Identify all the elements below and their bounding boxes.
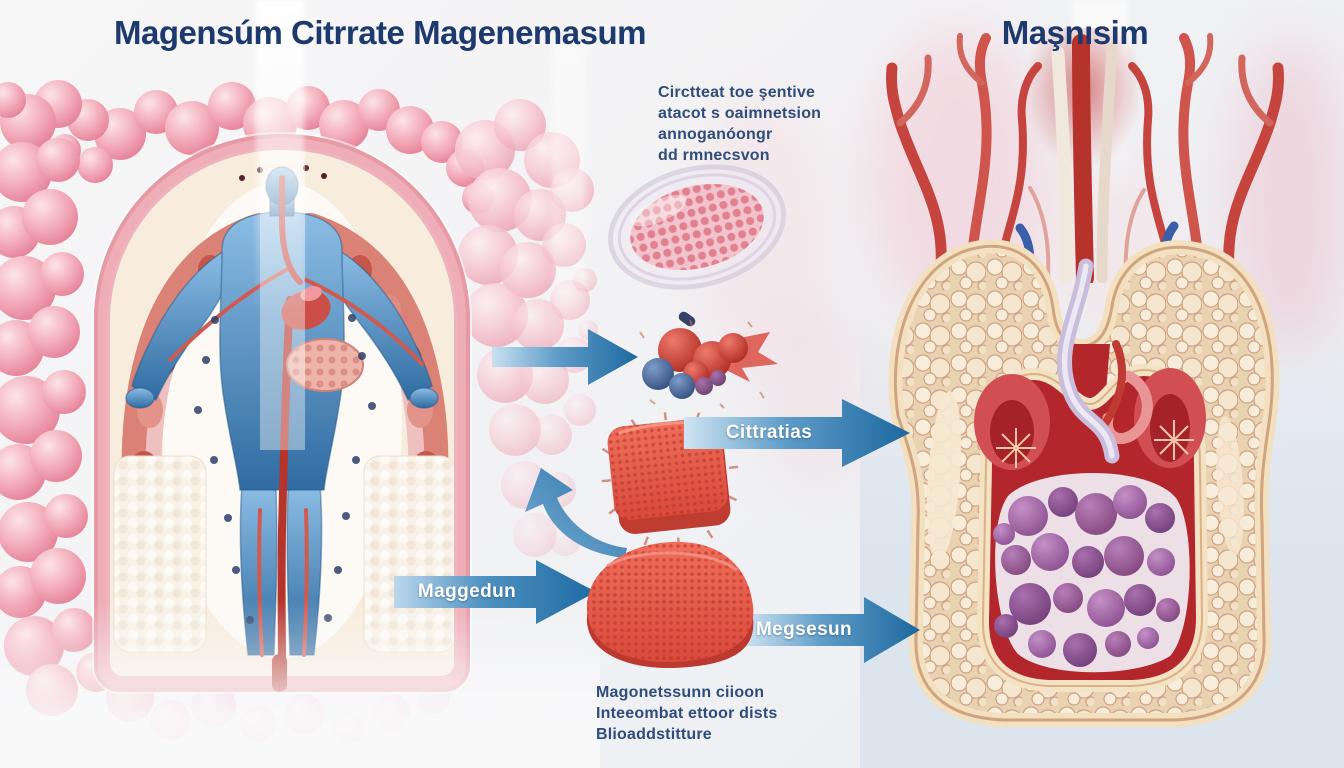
title-right: Maşnısim: [1001, 14, 1149, 51]
note-top-line: annoganóongr: [658, 126, 773, 144]
starburst: [996, 420, 1194, 468]
magnesium-arrow-right-label: Megsesun: [755, 619, 853, 640]
recycle-arrow: [525, 468, 627, 558]
magnesium-arrow-left-label: Maggedun: [417, 581, 517, 602]
mineral-dots: [194, 314, 376, 624]
note-bottom: Magonetssunn ciioon Inteeombat ettoor di…: [596, 682, 836, 745]
flow-arrow-small: [492, 329, 638, 385]
note-top-line: Circtteat toe şentive: [658, 84, 816, 101]
right-hand: [409, 387, 439, 409]
marrow-cells: [993, 473, 1190, 673]
note-bottom-line: Magonetssunn ciioon: [596, 684, 765, 701]
title-left: Magensúm Citrrate Magenemasum: [114, 14, 646, 51]
left-arm: [131, 248, 231, 402]
light-beam-mid: [552, 44, 586, 434]
citrate-arrow: Cittratias: [684, 396, 912, 470]
note-bottom-line: Inteeombat ettoor dists: [596, 705, 778, 723]
note-top-line: dd rmnecsvon: [658, 147, 770, 165]
citrate-arrow-label: Cittratias: [725, 422, 813, 443]
fade-overlay: [0, 600, 600, 768]
note-bottom-line: Blioaddstitture: [596, 726, 712, 744]
intestines: [286, 338, 364, 392]
nutrient-cluster: [639, 319, 778, 409]
left-hand: [125, 387, 155, 409]
note-top: Circtteat toe şentive atacot s oaimnetsi…: [658, 82, 878, 166]
magnesium-arrow-left: Maggedun: [394, 558, 598, 626]
magnesium-arrow-right: Megsesun: [744, 594, 922, 666]
note-top-line: atacot s oaimnetsion: [658, 105, 822, 123]
artery-branches: [886, 28, 1284, 283]
light-beam-left: [256, 0, 304, 320]
bone-cross-section: [888, 239, 1280, 727]
magnesium-tablet-oval: [586, 541, 754, 669]
specks: [639, 319, 765, 409]
magnesium-capsule: [607, 164, 787, 290]
